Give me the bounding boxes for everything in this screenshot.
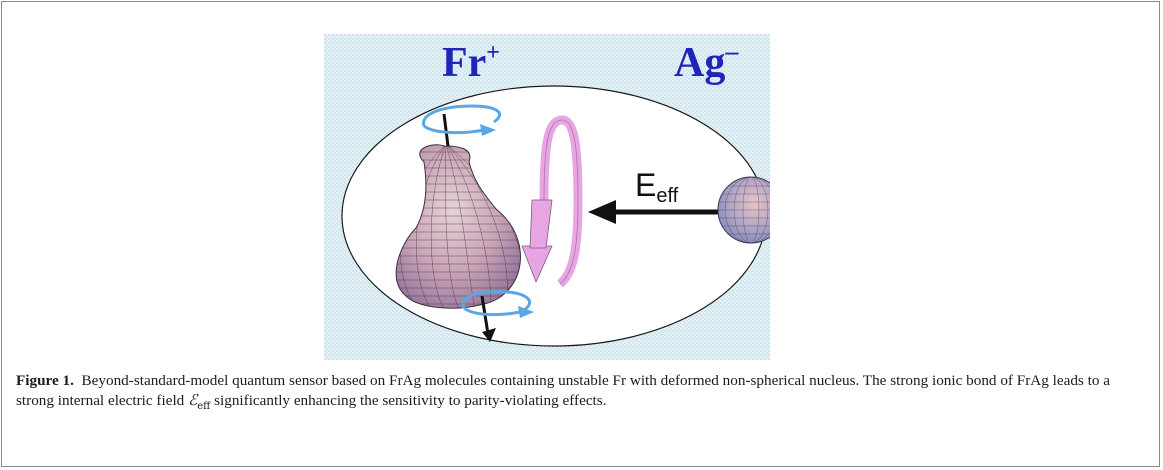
ag-ion-label: Ag– bbox=[674, 37, 739, 86]
e-eff-label: Eeff bbox=[635, 167, 679, 207]
caption-text-2: significantly enhancing the sensitivity … bbox=[210, 391, 607, 409]
frag-molecule-figure: Fr+ Ag– bbox=[324, 34, 770, 360]
field-symbol: ℰeff bbox=[188, 390, 211, 412]
top-spin-arrow bbox=[422, 104, 502, 147]
figure-caption: Figure 1. Beyond-standard-model quantum … bbox=[16, 371, 1146, 416]
precession-ribbon-arrow bbox=[521, 115, 583, 288]
fr-ion-label: Fr+ bbox=[442, 40, 500, 86]
caption-text-1: Beyond-standard-model quantum sensor bas… bbox=[16, 372, 1110, 409]
field-arrow bbox=[588, 200, 718, 224]
bottom-spin-arrow bbox=[461, 290, 534, 342]
ag-nucleus bbox=[717, 176, 770, 244]
figure-label: Figure 1. bbox=[16, 372, 74, 389]
